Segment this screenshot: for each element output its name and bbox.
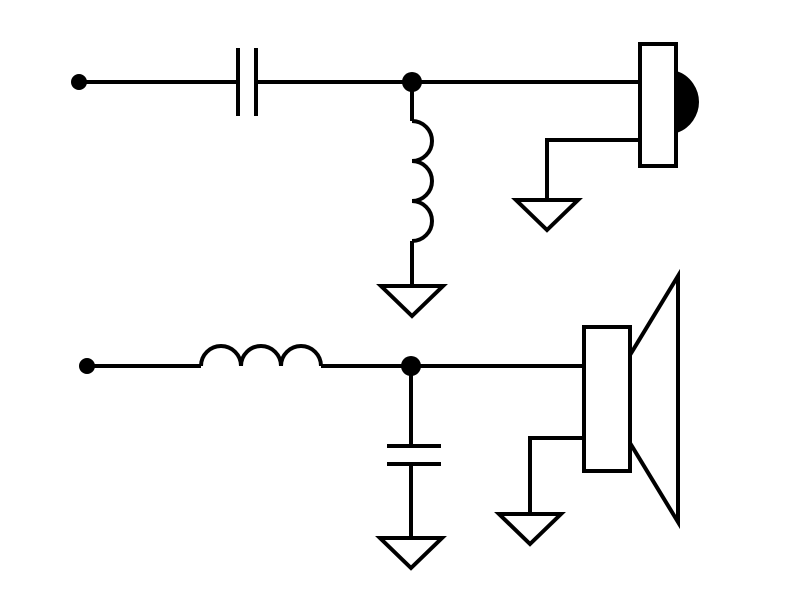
woofer-ground-wire [528,436,584,514]
series-capacitor [236,48,258,116]
woofer-speaker [582,268,680,530]
inductor-coil-vertical [411,119,434,243]
high-pass-circuit [71,42,700,319]
ground-symbol [511,198,583,233]
ground-symbol [375,536,447,571]
ground-symbol [494,512,566,547]
tweeter-body [638,42,678,168]
woofer-body [582,325,632,473]
shunt-capacitor [387,366,441,538]
low-pass-circuit [79,268,680,571]
shunt-inductor [410,82,434,286]
tweeter-ground-wire [545,138,640,200]
series-inductor [199,344,323,367]
tweeter-speaker [638,42,700,168]
ground-symbol [376,284,448,319]
tweeter-dome [675,70,700,134]
woofer-cone [628,268,680,530]
